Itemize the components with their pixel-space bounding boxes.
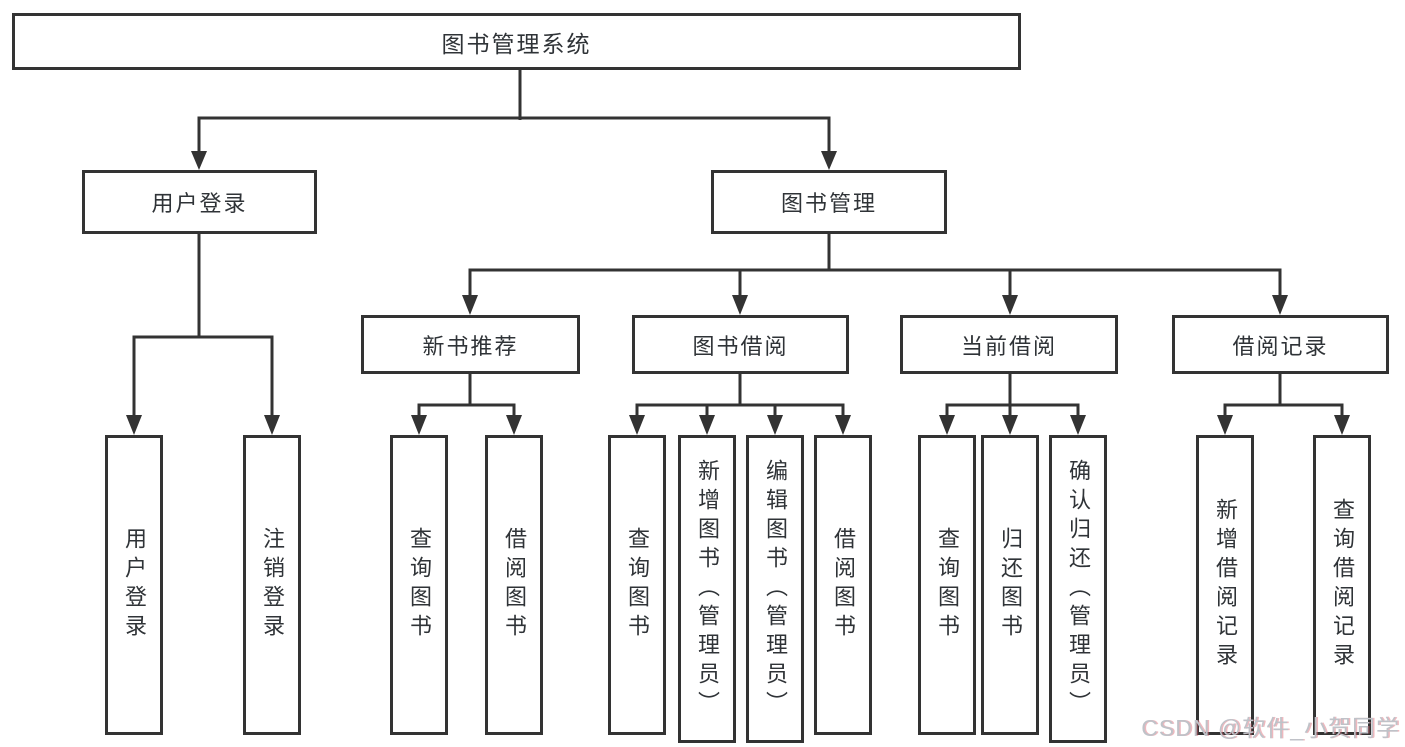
leaf-borrow-borrow-book: 借阅图书 (814, 435, 872, 735)
csdn-watermark: CSDN @软件_小贺同学 (1141, 715, 1400, 741)
leaf-current-query-book: 查询图书 (918, 435, 976, 735)
leaf-records-query-record: 查询借阅记录 (1313, 435, 1371, 735)
leaf-borrow-add-book-admin: 新增图书（管理员） (678, 435, 736, 743)
node-book-management: 图书管理 (711, 170, 947, 234)
arrowheads (126, 151, 1350, 435)
leaf-current-confirm-return-admin: 确认归还（管理员） (1049, 435, 1107, 743)
leaf-logout-login: 注销登录 (243, 435, 301, 735)
leaf-recommend-borrow-book: 借阅图书 (485, 435, 543, 735)
node-library-management-system: 图书管理系统 (12, 13, 1021, 70)
leaf-borrow-edit-book-admin: 编辑图书（管理员） (746, 435, 804, 743)
node-user-login: 用户登录 (82, 170, 317, 234)
node-borrow-records: 借阅记录 (1172, 315, 1389, 374)
leaf-user-login: 用户登录 (105, 435, 163, 735)
leaf-borrow-query-book: 查询图书 (608, 435, 666, 735)
leaf-recommend-query-book: 查询图书 (390, 435, 448, 735)
leaf-records-add-record: 新增借阅记录 (1196, 435, 1254, 735)
node-current-borrow: 当前借阅 (900, 315, 1118, 374)
node-new-book-recommend: 新书推荐 (361, 315, 580, 374)
node-book-borrow: 图书借阅 (632, 315, 849, 374)
leaf-current-return-book: 归还图书 (981, 435, 1039, 735)
